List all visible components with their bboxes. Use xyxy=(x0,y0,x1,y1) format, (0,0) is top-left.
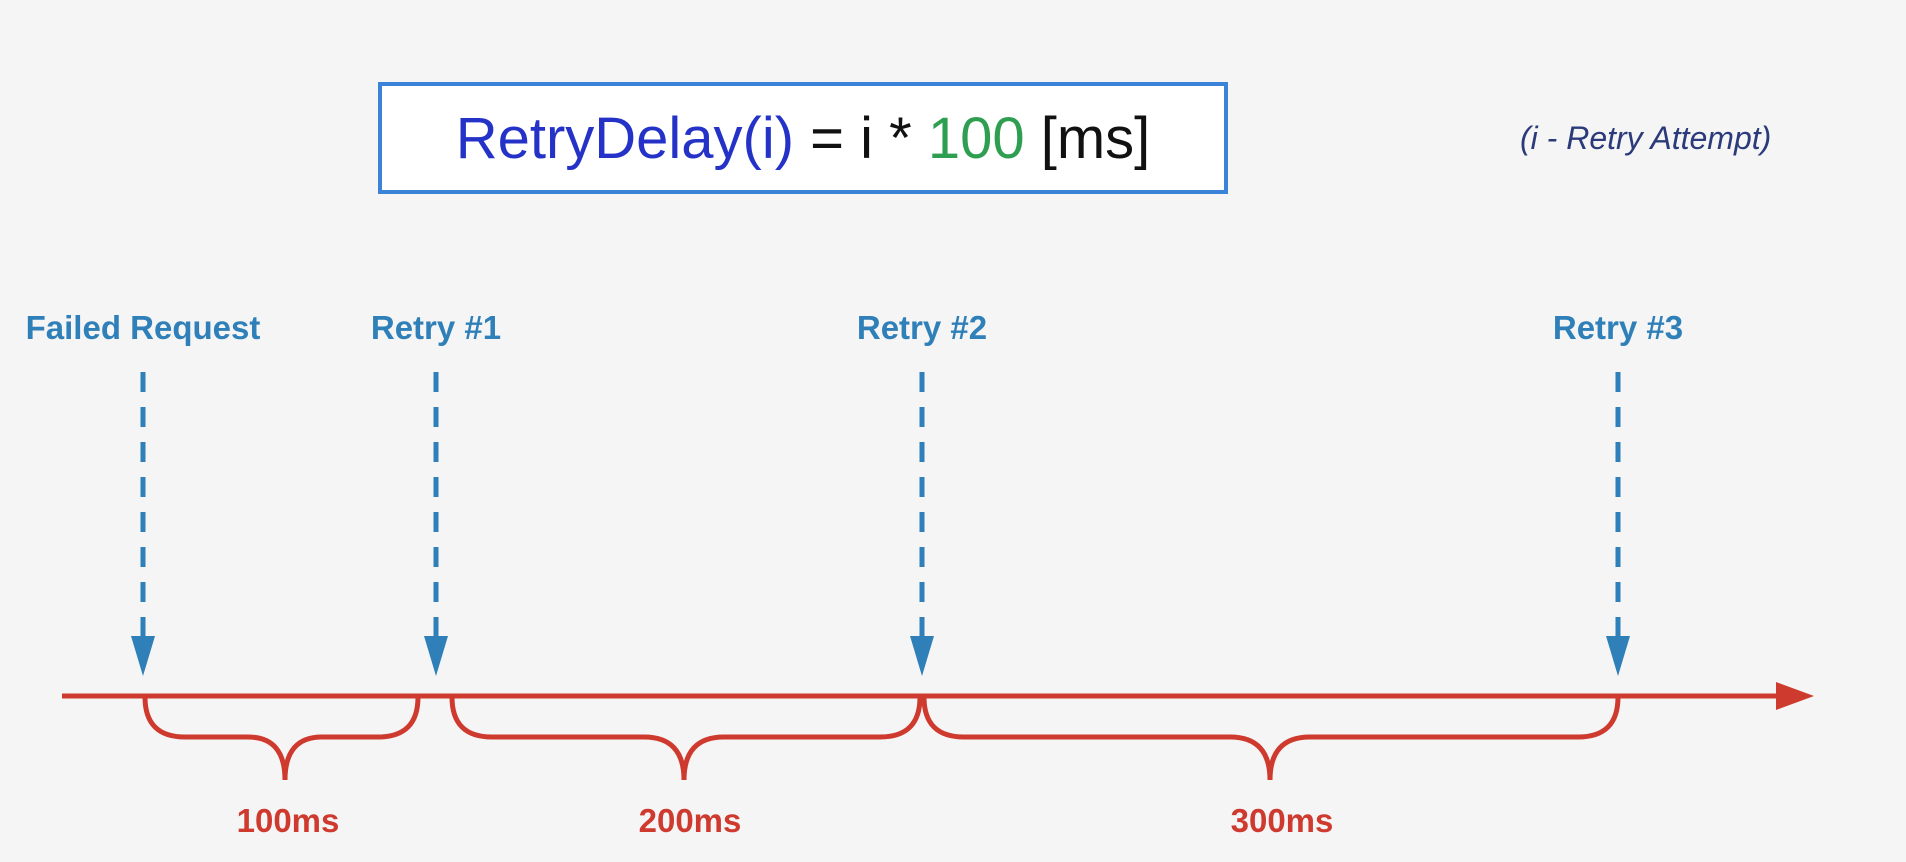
event-arrow-retry-3 xyxy=(1606,372,1630,676)
formula-operator: = i * xyxy=(794,105,928,171)
timeline-axis xyxy=(62,682,1814,710)
event-arrow-retry-1 xyxy=(424,372,448,676)
event-label-retry-3: Retry #3 xyxy=(1553,309,1683,346)
formula-unit: [ms] xyxy=(1024,105,1151,171)
delay-label-100ms: 100ms xyxy=(237,802,340,839)
event-arrow-retry-2 xyxy=(910,372,934,676)
formula-number: 100 xyxy=(927,105,1025,171)
event-label-retry-1: Retry #1 xyxy=(371,309,501,346)
brace-200ms xyxy=(449,696,923,781)
brace-300ms xyxy=(921,696,1621,781)
event-label-retry-2: Retry #2 xyxy=(857,309,987,346)
formula-function: RetryDelay(i) xyxy=(455,105,795,171)
retry-attempt-note: (i - Retry Attempt) xyxy=(1520,120,1772,156)
delay-label-200ms: 200ms xyxy=(639,802,742,839)
formula-box: RetryDelay(i) = i * 100 [ms] xyxy=(378,82,1228,194)
event-label-failed-request: Failed Request xyxy=(26,309,261,346)
event-arrow-failed-request xyxy=(131,372,155,676)
brace-100ms xyxy=(142,696,421,781)
delay-label-300ms: 300ms xyxy=(1231,802,1334,839)
